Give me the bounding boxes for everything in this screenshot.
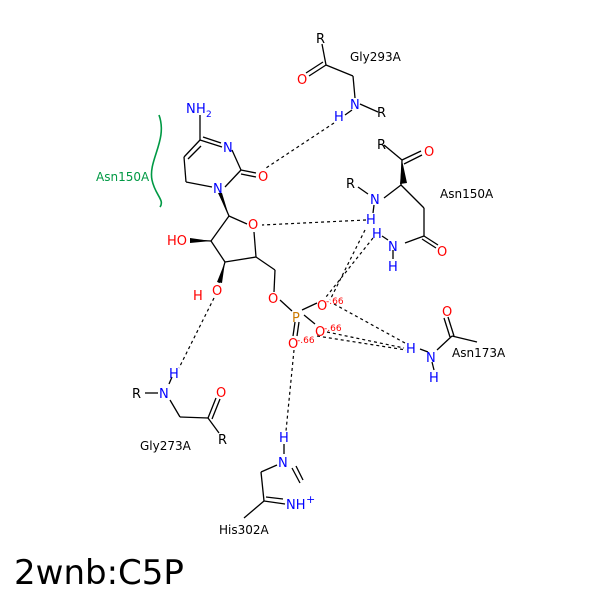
- atom-h-asn150-bb: H: [366, 213, 376, 228]
- atom-nh2-n: N: [186, 102, 196, 117]
- atom-h-asn150-sc: H: [372, 227, 382, 242]
- atom-nh2-subscript: 2: [206, 110, 212, 120]
- charge-o-p2: -.66: [324, 324, 342, 334]
- residue-asn173a: Asn173A: [452, 346, 506, 360]
- atom-n-gly293: N: [350, 98, 360, 113]
- atom-o5: O: [268, 292, 278, 307]
- atom-n-gly273: N: [159, 387, 169, 402]
- atom-nh2-h: H: [196, 102, 206, 117]
- atom-o-gly273: O: [216, 386, 226, 401]
- atom-o-p2: O: [315, 325, 325, 340]
- atom-o3: O: [212, 284, 222, 299]
- atom-r-asn150-top: R: [377, 138, 386, 153]
- hydrogen-bonds: [178, 122, 407, 432]
- atom-o2-ring: O: [258, 170, 268, 185]
- atom-h-his302: H: [279, 431, 289, 446]
- atom-o-p3: O: [288, 337, 298, 352]
- atom-r-gly273-n: R: [132, 387, 141, 402]
- atom-r-gly293-n: R: [377, 106, 386, 121]
- atom-n-asn150-bb: N: [370, 193, 380, 208]
- wedge-bonds: [190, 160, 407, 283]
- atom-n-asn150-sc: N: [388, 240, 398, 255]
- residue-asn150a-backbone: Asn150A: [440, 187, 494, 201]
- atom-h2-asn150-sc: H: [388, 260, 398, 275]
- atom-o-asn150-bb: O: [424, 145, 434, 160]
- atom-o-p1: O: [317, 299, 327, 314]
- atom-r-gly293-top: R: [316, 32, 325, 47]
- atom-n1-ring: N: [213, 182, 223, 197]
- atom-o-asn150-sc: O: [437, 245, 447, 260]
- atom-h-gly293: H: [334, 110, 344, 125]
- atom-o-asn173: O: [442, 305, 452, 320]
- atom-n-asn173: N: [426, 351, 436, 366]
- atom-o4-ring: O: [248, 218, 258, 233]
- atom-r-gly273-c: R: [218, 433, 227, 448]
- diagram-title: 2wnb:C5P: [14, 553, 184, 593]
- atom-h2-asn173: H: [429, 371, 439, 386]
- atom-n1-his302: N: [278, 456, 288, 471]
- hydrophobic-contact-arc: [150, 114, 163, 208]
- atom-ho-c2: HO: [167, 234, 187, 249]
- atom-r-asn150-n: R: [346, 177, 355, 192]
- residue-gly273a: Gly273A: [140, 439, 192, 453]
- charge-his302-plus: +: [306, 493, 315, 506]
- charge-o-p3: -.66: [297, 336, 315, 346]
- atom-h-asn173: H: [406, 342, 416, 357]
- atom-h-o3: H: [193, 289, 203, 304]
- atom-p: P: [292, 311, 300, 326]
- charge-o-p1: -.66: [326, 297, 344, 307]
- residue-asn150a-hydrophobic: Asn150A: [96, 170, 150, 184]
- atom-n3-ring: N: [223, 141, 233, 156]
- atom-o-gly293: O: [297, 73, 307, 88]
- residue-his302a: His302A: [219, 523, 270, 537]
- residue-gly293a: Gly293A: [350, 50, 402, 64]
- atom-nh-his302: NH: [286, 498, 306, 513]
- atom-h-gly273: H: [169, 367, 179, 382]
